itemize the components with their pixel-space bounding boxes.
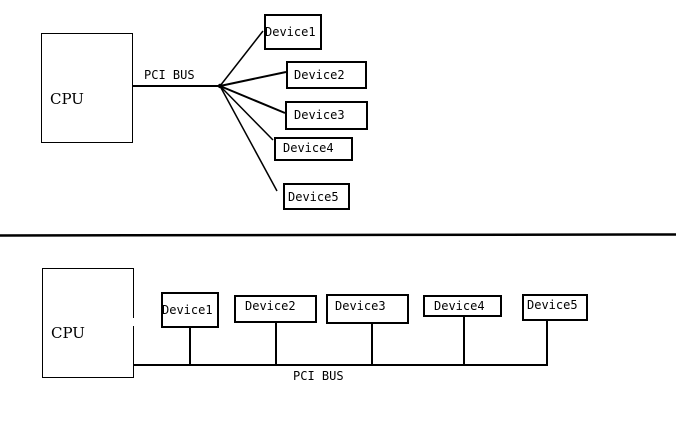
- bottom-cpu-label: CPU: [51, 324, 85, 342]
- bottom-diagram: CPU PCI BUS Device1 Device2 Device3: [42, 268, 588, 383]
- top-wire-device2: [219, 71, 287, 87]
- top-wire-device3: [219, 85, 286, 114]
- bottom-device-5: Device5: [522, 294, 588, 321]
- top-device-4-label: Device4: [283, 141, 334, 155]
- bottom-device-1-label: Device1: [162, 303, 213, 317]
- bottom-device-2: Device2: [234, 295, 317, 323]
- top-device-2: Device2: [286, 61, 367, 89]
- top-cpu-box: [41, 33, 133, 143]
- bottom-bus-label: PCI BUS: [293, 369, 344, 383]
- top-device-3: Device3: [285, 101, 368, 130]
- bottom-device-4: Device4: [423, 295, 502, 317]
- top-device-4: Device4: [274, 137, 353, 161]
- top-device-2-label: Device2: [294, 68, 345, 82]
- top-wire-device1: [219, 30, 264, 87]
- top-cpu-label: CPU: [50, 90, 84, 108]
- top-wire-device4: [219, 85, 274, 141]
- top-device-5: Device5: [283, 183, 350, 210]
- top-device-1-label: Device1: [265, 25, 316, 39]
- bottom-device-3: Device3: [326, 294, 409, 324]
- top-diagram: CPU PCI BUS Device1 Device2 Device3: [41, 14, 368, 210]
- top-device-3-label: Device3: [294, 108, 345, 122]
- bottom-cpu-box: [42, 268, 134, 378]
- bottom-device-2-label: Device2: [245, 299, 296, 313]
- top-bus-label: PCI BUS: [144, 68, 195, 82]
- bottom-device-1: Device1: [161, 292, 219, 328]
- bottom-device-5-label: Device5: [527, 298, 578, 312]
- bottom-device-3-label: Device3: [335, 299, 386, 313]
- top-wire-device5: [219, 85, 278, 192]
- top-device-5-label: Device5: [288, 190, 339, 204]
- bottom-device-4-label: Device4: [434, 299, 485, 313]
- section-divider: [0, 233, 677, 237]
- top-device-1: Device1: [264, 14, 322, 50]
